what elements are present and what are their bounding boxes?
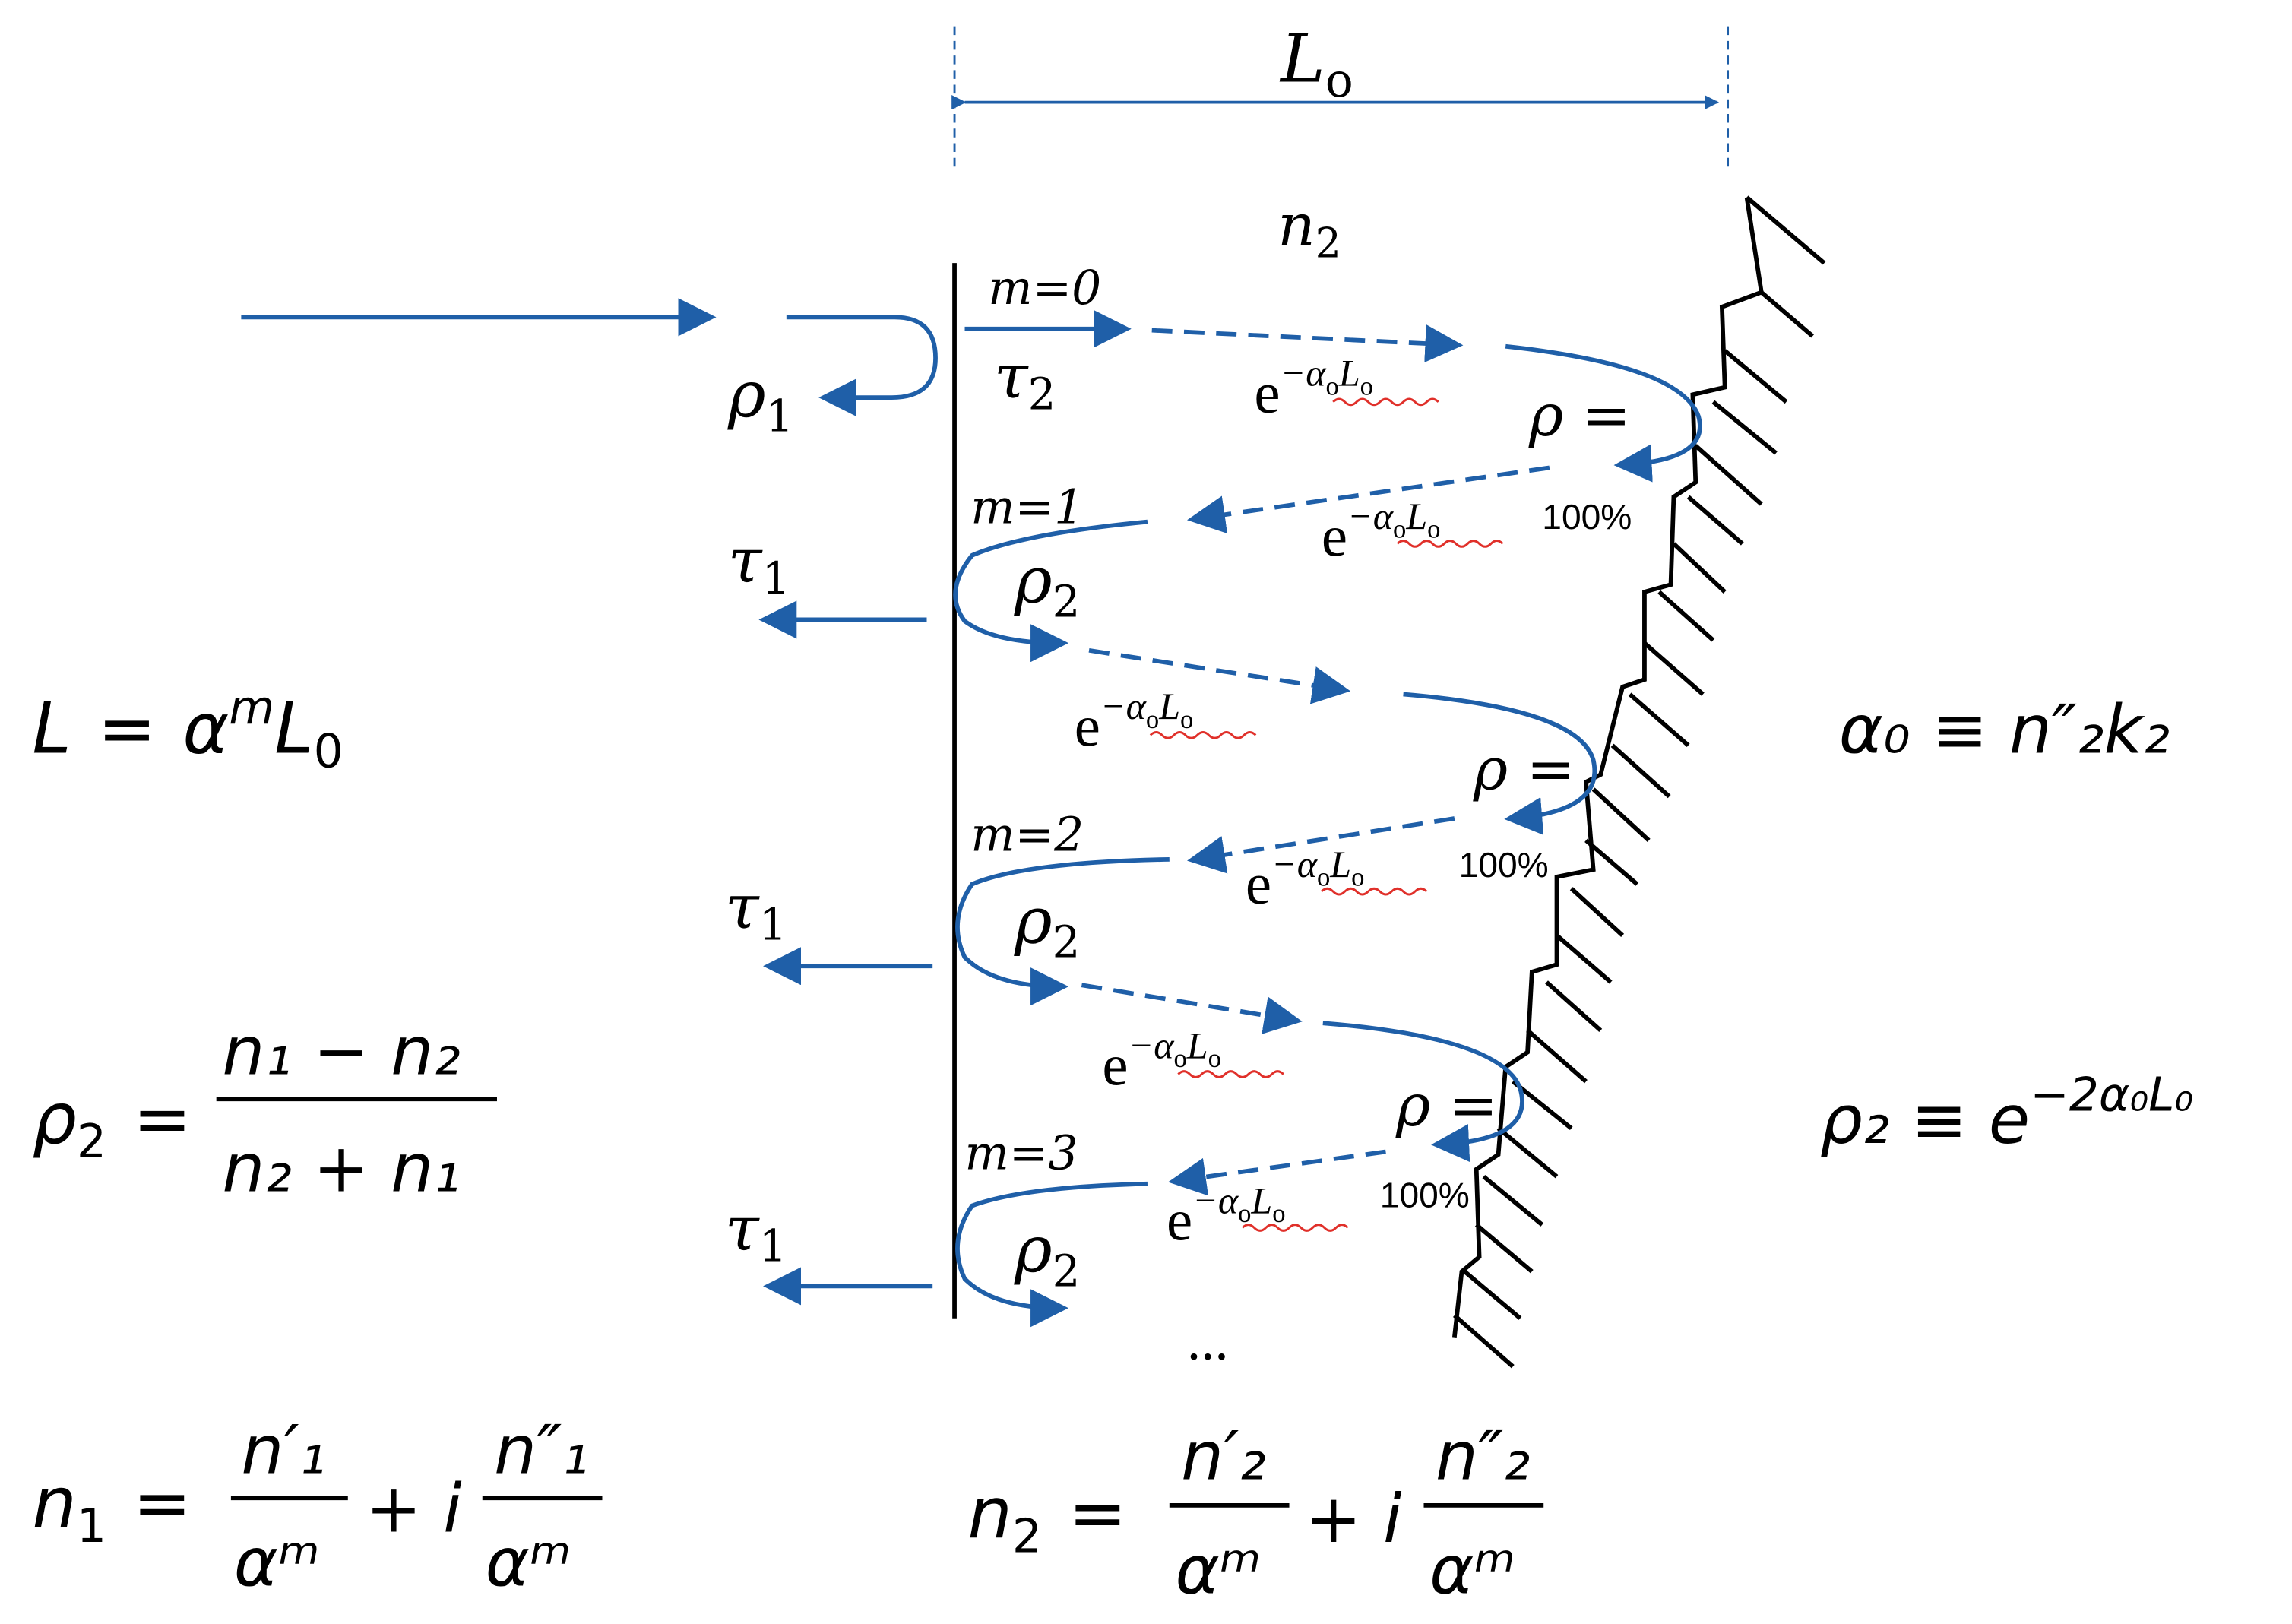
attenuation-label-4: e−αoLo xyxy=(1102,1024,1284,1097)
return-dashed-3 xyxy=(1167,1149,1386,1196)
rho2-label-1: ρ2 xyxy=(1014,542,1080,627)
svg-text:αᵐ: αᵐ xyxy=(234,1524,320,1602)
mirror-value-label-2: 100% xyxy=(1459,845,1549,885)
svg-text:+ i: + i xyxy=(1306,1480,1402,1558)
rho2-label-3: ρ2 xyxy=(1014,1211,1080,1296)
eq-length: L=αmL0 xyxy=(32,680,343,779)
rho1-label: ρ1 xyxy=(727,356,793,442)
tau1-label-1: τ1 xyxy=(728,525,790,603)
mirror-rho-label-1: ρ = xyxy=(1528,382,1631,450)
rho2-label-2: ρ2 xyxy=(1014,882,1080,967)
svg-text:e−αoLo: e−αoLo xyxy=(1075,685,1194,758)
svg-text:e−αoLo: e−αoLo xyxy=(1102,1024,1221,1097)
propagation-dashed-1 xyxy=(1088,647,1351,704)
length-label: Lo xyxy=(1279,20,1353,108)
svg-text:n′₁: n′₁ xyxy=(241,1411,326,1489)
tau1-label-2: τ1 xyxy=(725,872,787,950)
svg-text:n′₂: n′₂ xyxy=(1181,1417,1266,1495)
m-label-1: m=1 xyxy=(970,480,1084,535)
propagation-dashed-2 xyxy=(1081,983,1303,1034)
svg-text:αᵐ: αᵐ xyxy=(1175,1531,1261,1609)
eq-n1: n1= n′₁ αᵐ + i n″₁ αᵐ xyxy=(32,1411,603,1602)
svg-text:n₂ + n₁: n₂ + n₁ xyxy=(222,1129,460,1207)
attenuation-label-0: e−αoLo xyxy=(1254,352,1439,426)
m-label-0: m=0 xyxy=(988,261,1101,315)
tau2-label: τ2 xyxy=(994,341,1056,419)
ellipsis: ... xyxy=(1187,1310,1229,1372)
mirror-rho-label-3: ρ = xyxy=(1395,1072,1498,1140)
return-dashed-2 xyxy=(1187,816,1455,874)
svg-text:αᵐ: αᵐ xyxy=(1429,1531,1515,1609)
eq-rho2: ρ2= n₁ − n₂ n₂ + n₁ xyxy=(32,1012,497,1207)
svg-text:n1=: n1= xyxy=(32,1462,192,1553)
svg-text:n″₂: n″₂ xyxy=(1436,1417,1531,1495)
reflection-loop-rho1 xyxy=(786,315,938,417)
svg-text:e−αoLo: e−αoLo xyxy=(1254,352,1373,426)
medium-label: n2 xyxy=(1277,192,1341,267)
attenuation-label-3: e−αoLo xyxy=(1246,843,1428,916)
interface-loop-3 xyxy=(955,1181,1148,1328)
mirror-reflection-1 xyxy=(1505,343,1702,483)
eq-alpha0: α₀ ≡ n″₂k₂ xyxy=(1839,690,2170,768)
svg-text:n″₁: n″₁ xyxy=(494,1411,589,1489)
mirror-value-label-1: 100% xyxy=(1542,497,1632,537)
mirror-reflection-3 xyxy=(1322,1021,1524,1163)
svg-text:ρ2=: ρ2= xyxy=(32,1078,192,1169)
mirror-reflection-2 xyxy=(1403,692,1597,835)
propagation-dashed-0 xyxy=(1151,324,1464,362)
return-dashed-1 xyxy=(1187,465,1550,533)
attenuation-label-1: e−αoLo xyxy=(1322,495,1504,568)
eq-n2: n2= n′₂ αᵐ + i n″₂ αᵐ xyxy=(967,1417,1544,1609)
svg-text:e−αoLo: e−αoLo xyxy=(1246,843,1365,916)
eq-rho2-exp: ρ₂ ≡ e−2α₀L₀ xyxy=(1820,1068,2193,1159)
m-label-3: m=3 xyxy=(965,1126,1078,1181)
svg-text:e−αoLo: e−αoLo xyxy=(1322,495,1441,568)
interface-loop-1 xyxy=(953,519,1148,663)
svg-text:e−αoLo: e−αoLo xyxy=(1167,1179,1286,1252)
interface-loop-2 xyxy=(955,856,1170,1006)
attenuation-label-2: e−αoLo xyxy=(1075,685,1257,758)
svg-text:αᵐ: αᵐ xyxy=(486,1524,571,1602)
svg-text:+ i: + i xyxy=(366,1470,462,1548)
tau1-label-3: τ1 xyxy=(725,1193,787,1271)
mirror-rho-label-2: ρ = xyxy=(1473,736,1575,804)
m-label-2: m=2 xyxy=(970,807,1084,862)
svg-text:n2=: n2= xyxy=(967,1472,1127,1563)
rough-mirror xyxy=(1452,195,1826,1369)
attenuation-label-5: e−αoLo xyxy=(1167,1179,1349,1252)
mirror-value-label-3: 100% xyxy=(1380,1176,1470,1215)
svg-text:n₁ − n₂: n₁ − n₂ xyxy=(222,1012,460,1091)
